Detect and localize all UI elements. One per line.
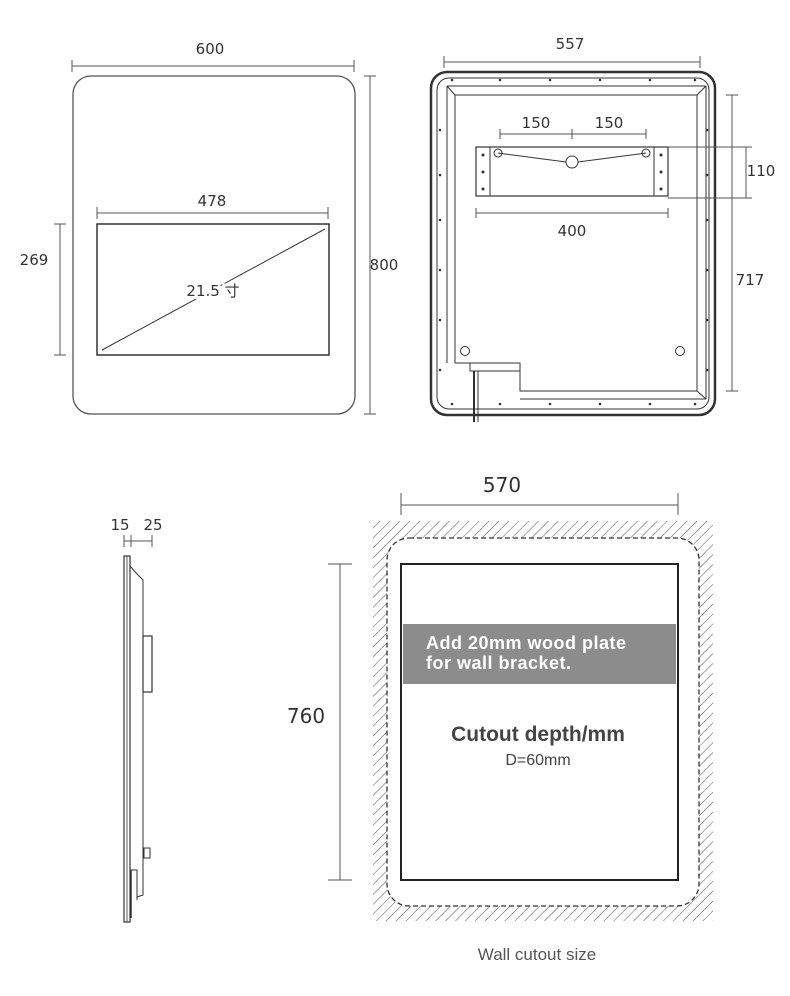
bracket-left-label: 150 — [522, 114, 551, 132]
side-depth-label-2: 25 — [143, 516, 162, 534]
back-width-label: 557 — [556, 35, 585, 53]
cutout-depth-value: D=60mm — [505, 752, 570, 769]
side-depth-label-1: 15 — [110, 516, 129, 534]
front-width-label: 600 — [196, 40, 225, 58]
wood-plate-note-line-1: Add 20mm wood plate — [426, 633, 627, 653]
front-view — [54, 60, 376, 415]
cutout-view — [328, 493, 713, 921]
mirror-outline-dashed — [386, 537, 700, 907]
screen-width-label: 478 — [198, 192, 227, 210]
screen-size-label-bg: 21.5 寸 — [186, 282, 239, 300]
side-view — [123, 535, 153, 923]
cutout-caption: Wall cutout size — [478, 945, 596, 964]
cutout-rect — [400, 563, 679, 881]
back-frame-outer — [429, 70, 717, 417]
cutout-height-label: 760 — [287, 704, 325, 728]
screen-size-label: 21.5 寸 — [186, 282, 239, 300]
bracket-height-label: 110 — [747, 162, 776, 180]
wood-plate-note-line-2: for wall bracket. — [426, 653, 572, 673]
back-panel — [454, 94, 698, 392]
mirror-outline — [72, 75, 356, 415]
wood-plate-note-band — [403, 624, 676, 684]
bracket-right-label: 150 — [595, 114, 624, 132]
wall-bracket — [475, 146, 669, 197]
back-height-label: 717 — [736, 271, 765, 289]
screen-height-label: 269 — [20, 251, 49, 269]
front-height-label: 800 — [370, 256, 399, 274]
cutout-width-label: 570 — [483, 473, 521, 497]
back-view — [429, 56, 752, 422]
bracket-width-label: 400 — [558, 222, 587, 240]
screen-outline — [96, 223, 330, 356]
cutout-depth-title: Cutout depth/mm — [451, 723, 625, 746]
